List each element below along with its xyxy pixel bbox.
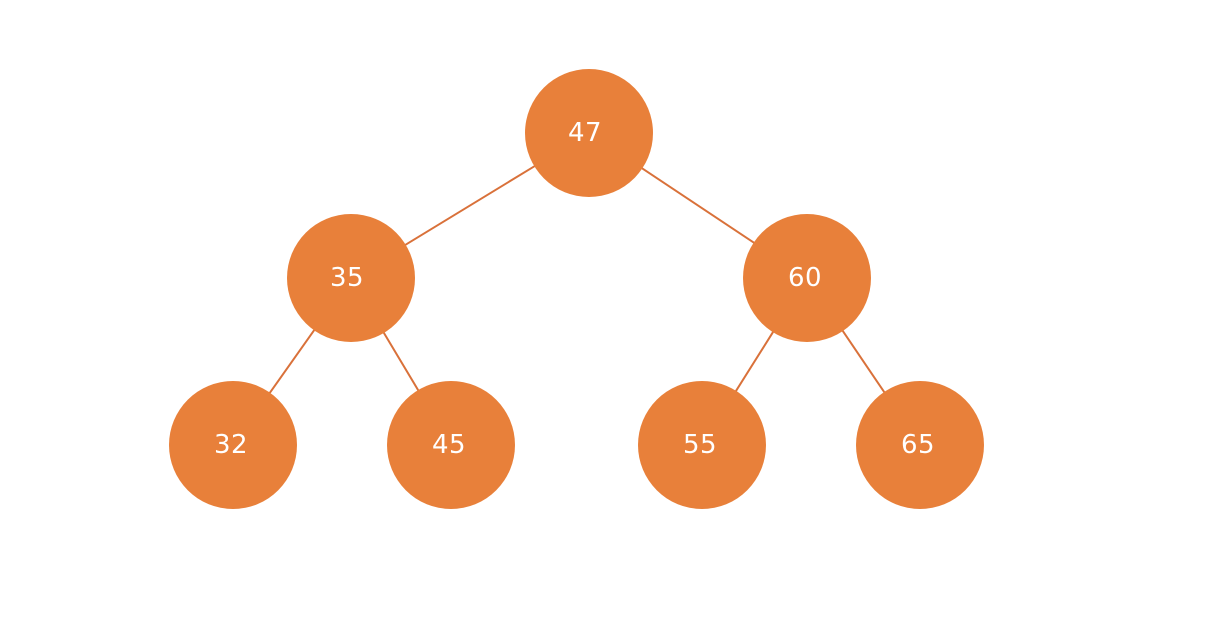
tree-node-label: 65 <box>900 430 936 460</box>
tree-edge <box>404 165 536 246</box>
tree-node-32[interactable]: 32 <box>169 381 297 509</box>
tree-edge <box>641 167 755 244</box>
tree-edge <box>268 329 316 394</box>
tree-edge <box>735 331 774 392</box>
tree-node-60[interactable]: 60 <box>743 214 871 342</box>
tree-node-55[interactable]: 55 <box>638 381 766 509</box>
tree-node-47[interactable]: 47 <box>525 69 653 197</box>
tree-node-label: 32 <box>213 430 249 460</box>
tree-node-label: 55 <box>682 430 718 460</box>
tree-node-35[interactable]: 35 <box>287 214 415 342</box>
tree-edge <box>841 330 886 393</box>
tree-node-label: 45 <box>431 430 467 460</box>
tree-edge <box>382 331 420 392</box>
tree-node-label: 47 <box>567 118 603 148</box>
tree-node-label: 35 <box>329 263 365 293</box>
tree-node-label: 60 <box>787 263 823 293</box>
tree-node-65[interactable]: 65 <box>856 381 984 509</box>
tree-node-45[interactable]: 45 <box>387 381 515 509</box>
